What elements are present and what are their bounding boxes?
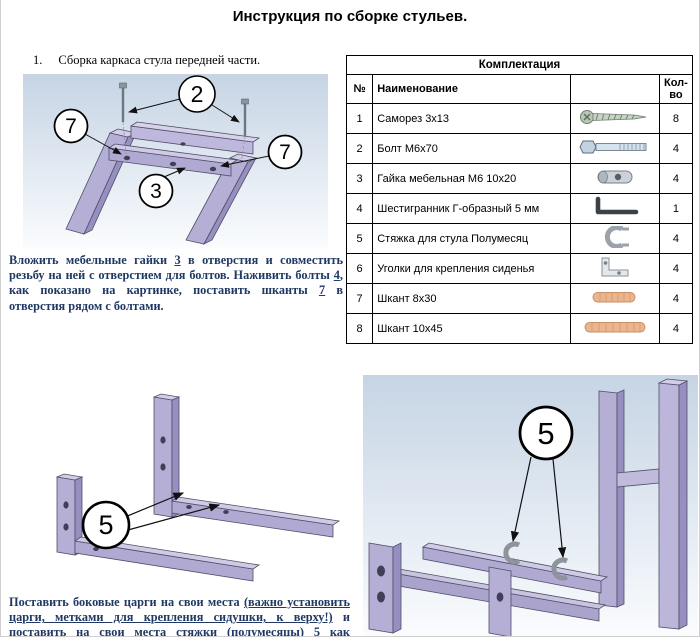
callout-2-number: 2 [191, 81, 204, 107]
row-icon-cell [570, 223, 660, 254]
dowel-icon [592, 292, 636, 303]
row-icon-cell [570, 253, 660, 284]
hex-key-icon [595, 196, 639, 215]
dowel-icon [584, 322, 646, 333]
text-segment: Поставить боковые царги на свои места [9, 595, 244, 609]
row-qty: 4 [658, 223, 694, 254]
chair-front-frame [65, 121, 261, 245]
text-segment: Вложить мебельные гайки [9, 253, 175, 267]
table-row: 8 Шкант 10х45 4 [345, 313, 694, 344]
step1-title: Сборка каркаса стула передней части. [58, 53, 261, 67]
row-name: Шкант 10х45 [372, 313, 572, 344]
step1-number: 1. [33, 53, 43, 67]
row-icon-cell [570, 133, 660, 164]
leader-arrows [124, 492, 221, 531]
row-icon-cell [570, 103, 660, 134]
table-row: 7 Шкант 8х30 4 [345, 283, 694, 314]
row-qty: 1 [658, 193, 694, 224]
front-frame-diagram-svg: 2 7 3 7 [23, 74, 328, 249]
part-ref-3: 3 [174, 253, 181, 267]
callout-5-number: 5 [98, 510, 113, 540]
row-num: 7 [345, 283, 374, 314]
row-icon-cell [570, 313, 660, 344]
half-moon-brackets [503, 541, 569, 581]
text-segment: в отверстия и совместить резьбу на ней с… [9, 253, 343, 283]
row-qty: 4 [658, 253, 694, 284]
side-frames-diagram-svg: 5 [55, 393, 341, 582]
row-qty: 8 [658, 103, 694, 134]
part-ref-7: 7 [318, 283, 326, 298]
important-note: (важно установить царги, метками для кре… [9, 595, 350, 625]
side-frames-diagram: 5 [21, 385, 351, 590]
text-segment: и поставить на свои места стяжки (полуме… [9, 610, 350, 637]
row-name: Саморез 3х13 [372, 103, 572, 134]
kit-table-title-row: Комплектация [346, 55, 693, 75]
row-qty: 4 [658, 283, 694, 314]
callout-5: 5 [81, 500, 131, 550]
row-qty: 4 [658, 313, 694, 344]
row-name: Шкант 8х30 [372, 283, 572, 314]
row-num: 2 [345, 133, 374, 164]
row-qty: 4 [658, 133, 694, 164]
leader-arrows [84, 98, 270, 178]
bolts-above-frame [119, 82, 249, 165]
kit-table: Комплектация № Наименование Кол-во 1 Сам… [345, 55, 694, 344]
half-moon-bracket-icon [604, 225, 629, 249]
table-row: 3 Гайка мебельная М6 10х20 4 [345, 163, 694, 194]
row-num: 8 [345, 313, 374, 344]
side-frames [55, 393, 341, 582]
kit-table-header-row: № Наименование Кол-во [345, 74, 694, 104]
corner-bracket-icon [601, 257, 629, 277]
callout-3: 3 [138, 173, 174, 209]
row-num: 1 [345, 103, 374, 134]
col-header-num: № [345, 74, 374, 104]
table-row: 5 Стяжка для стула Полумесяц 4 [345, 223, 694, 254]
row-name: Шестигранник Г-образный 5 мм [372, 193, 572, 224]
callout-2: 2 [178, 75, 216, 113]
page-title: Инструкция по сборке стульев. [232, 8, 468, 25]
table-row: 1 Саморез 3х13 8 [345, 103, 694, 134]
part-ref-5: 5 [313, 625, 320, 637]
rear-frame-diagram: 5 [363, 375, 698, 636]
row-num: 3 [345, 163, 374, 194]
leader-arrows [510, 456, 567, 559]
table-row: 2 Болт М6х70 4 [345, 133, 694, 164]
text-segment: , как показано на картинке, поставить шк… [9, 268, 343, 298]
row-name: Уголки для крепления сиденья [372, 253, 572, 284]
step2-instructions: Поставить боковые царги на свои места (в… [9, 595, 350, 637]
kit-table-title: Комплектация [346, 55, 693, 75]
callout-7-left: 7 [53, 108, 89, 144]
table-row: 4 Шестигранник Г-образный 5 мм 1 [345, 193, 694, 224]
front-frame-diagram: 2 7 3 7 [23, 74, 328, 249]
text-segment: в отверстия рядом с болтами. [9, 283, 343, 313]
callout-7-right-number: 7 [279, 141, 291, 164]
row-icon-cell [570, 163, 660, 194]
callout-7-right: 7 [267, 134, 303, 170]
row-name: Стяжка для стула Полумесяц [372, 223, 572, 254]
row-num: 5 [345, 223, 374, 254]
callout-7-left-number: 7 [65, 115, 77, 138]
row-name: Болт М6х70 [372, 133, 572, 164]
row-num: 4 [345, 193, 374, 224]
col-header-name: Наименование [372, 74, 572, 104]
callout-5: 5 [518, 405, 574, 461]
table-row: 6 Уголки для крепления сиденья 4 [345, 253, 694, 284]
row-num: 6 [345, 253, 374, 284]
row-name: Гайка мебельная М6 10х20 [372, 163, 572, 194]
col-header-qty: Кол-во [658, 74, 694, 104]
row-icon-cell [570, 283, 660, 314]
row-qty: 4 [658, 163, 694, 194]
step1-instructions: Вложить мебельные гайки 3 в отверстия и … [9, 253, 343, 314]
callout-3-number: 3 [150, 180, 162, 203]
bolt-icon [579, 140, 647, 154]
part-ref-4: 4 [333, 268, 340, 283]
row-icon-cell [570, 193, 660, 224]
barrel-nut-icon [597, 170, 633, 184]
rear-frame-diagram-svg: 5 [363, 375, 698, 636]
callout-5-number: 5 [537, 416, 554, 451]
text-segment: как показано на картинке и подтянуть бол… [329, 625, 350, 637]
screw-icon [579, 110, 647, 124]
step1-heading: 1. Сборка каркаса стула передней части. [33, 53, 260, 68]
col-header-icon [570, 74, 660, 104]
